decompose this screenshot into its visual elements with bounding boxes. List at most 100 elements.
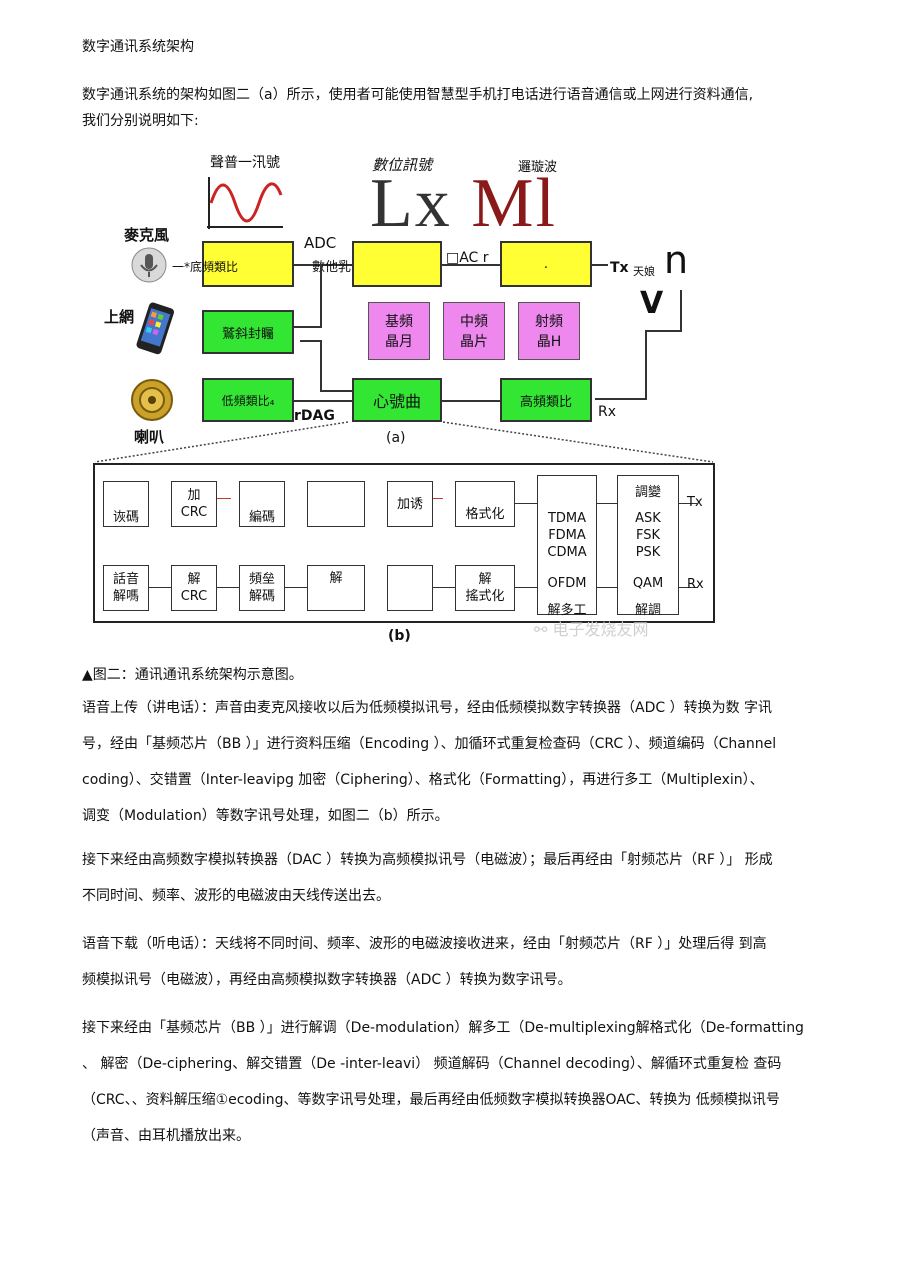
dag-label: rDAG (294, 408, 335, 424)
digital-block (352, 241, 442, 287)
lowfreq-analog-block (202, 241, 294, 287)
fig-a-caption: (a) (386, 430, 406, 446)
para-line: coding）、交错置（Inter-leavipg 加密（Ciphering）、… (82, 772, 764, 788)
tx-label: Tx (610, 260, 629, 276)
connector-line (285, 587, 307, 588)
watermark-icon: ⚯ (534, 620, 548, 639)
wave-label: 邏璇波 (518, 156, 557, 175)
rf-chip: 射頻 晶H (518, 302, 580, 360)
microphone-icon (131, 247, 167, 283)
baseband-chip: 基頻 晶月 (368, 302, 430, 360)
para-line: 语音下载（听电话）：天线将不同时间、频率、波形的电磁波接收进来，经由「射频芯片（… (82, 936, 767, 952)
if-chip: 中頻 晶片 (443, 302, 505, 360)
mux-label: TDMA (547, 511, 587, 526)
dac-r-label: □AC r (446, 250, 489, 266)
connector-line (433, 587, 455, 588)
highfreq-block: . (500, 241, 592, 287)
paragraph-download: 语音下载（听电话）：天线将不同时间、频率、波形的电磁波接收进来，经由「射频芯片（… (82, 926, 852, 998)
connector-line (149, 587, 171, 588)
intro-line: 数字通讯系统的架构如图二（a）所示，使用者可能使用智慧型手机打电话进行语音通信或… (82, 87, 754, 103)
mod-label: ASK (635, 511, 661, 526)
top-block-label: 編碼 (248, 509, 275, 525)
sine-wave-icon (207, 177, 283, 229)
intro-paragraph: 数字通讯系统的架构如图二（a）所示，使用者可能使用智慧型手机打电话进行语音通信或… (82, 82, 862, 134)
bottom-block-label: 頻垒 解碼 (248, 572, 275, 604)
para-line: 号，经由「基频芯片（BB ）」进行资料压缩（Encoding ）、加循环式重复检… (82, 736, 777, 752)
rx-b-label: Rx (687, 577, 704, 592)
antenna-n: n (664, 238, 689, 282)
top-block: 編碼 (239, 481, 285, 527)
antenna-line (645, 330, 682, 332)
codec-block: 鷲斜封矚 (202, 310, 294, 354)
watermark: ⚯ 电子发烧友网 (534, 616, 649, 640)
connector-line (679, 503, 697, 504)
speaker-label: 喇叭 (134, 428, 165, 446)
mux-label: CDMA (547, 545, 587, 560)
paragraph-last: 接下来经由「基频芯片（BB ）」进行解调（De-modulation）解多工（D… (82, 1010, 852, 1154)
connector-line (442, 264, 500, 266)
intro-line: 我们分别说明如下: (82, 113, 199, 129)
bottom-block-label: 解 搖式化 (465, 572, 505, 604)
bottom-block-label: 解 CRC (180, 572, 208, 604)
mod-label: FSK (635, 528, 661, 543)
connector-line (217, 587, 239, 588)
connector-line (320, 340, 322, 390)
highfreq-block-dot: . (543, 256, 549, 272)
connector-line (294, 326, 322, 328)
para-line: 、 解密（De-ciphering、解交错置（De -inter-leavi） … (82, 1056, 782, 1072)
bottom-block: 解 搖式化 (455, 565, 515, 611)
mux-label: FDMA (548, 528, 586, 543)
top-block: 加诱 (387, 481, 433, 527)
signal-block-label: 心號曲 (372, 392, 421, 411)
figure-caption: ▲图二：通讯通讯系统架构示意图。 (82, 667, 303, 683)
connector-line (442, 400, 500, 402)
smartphone-icon (136, 302, 174, 355)
bottom-block-label: 解 (329, 571, 343, 586)
arrow-line (433, 498, 443, 499)
top-block-label: 诙碼 (112, 509, 139, 525)
bottom-block-label: 話音 解嗎 (112, 572, 139, 604)
if-chip-label: 晶片 (460, 334, 488, 350)
figure-a: 聲普一汛號 數位訊號 邏璇波 Lx Ml 麥克風 上網 喇叭 一*底頻類比 AD… (100, 150, 820, 450)
top-block-label: 加 CRC (180, 488, 208, 520)
highfreq-analog-block: 高頻類比 (500, 378, 592, 422)
if-chip-label: 中頻 (460, 314, 488, 330)
para-line: 接下来经由「基频芯片（BB ）」进行解调（De-modulation）解多工（D… (82, 1020, 804, 1036)
connector-line (320, 264, 322, 328)
paragraph-upload: 语音上传（讲电话）：声音由麦克风接收以后为低频模拟讯号，经由低频模拟数字转换器（… (82, 690, 852, 834)
signal-block: 心號曲 (352, 378, 442, 422)
antenna-line (595, 398, 647, 400)
rf-chip-label: 射頻 (535, 314, 563, 330)
modulation-block: 調變 ASK FSK PSK QAM 解調 (617, 475, 679, 618)
baseband-chip-label: 基頻 (385, 314, 413, 330)
connector-line (597, 587, 617, 588)
speaker-icon (131, 379, 173, 421)
figure-b: 诙碼 加 CRC 編碼 加诱 格式化 話音 解嗎 解 CRC 頻垒 解碼 解 解… (93, 463, 715, 623)
adc-label: ADC (304, 234, 337, 252)
mod-top-label: 調變 (634, 485, 661, 500)
connector-line (679, 587, 697, 588)
para-line: （CRC、、资料解压缩①ecoding、等数字讯号处理，最后再经由低频数字模拟转… (82, 1092, 780, 1108)
connector-line (320, 390, 352, 392)
big-overlay-text: Lx Ml (370, 164, 557, 244)
lowfreq-bottom-block: 低頻類比₄ (202, 378, 294, 422)
para-line: 语音上传（讲电话）：声音由麦克风接收以后为低频模拟讯号，经由低频模拟数字转换器（… (82, 700, 773, 716)
top-block (307, 481, 365, 527)
baseband-chip-label: 晶月 (385, 334, 413, 350)
top-block: 诙碼 (103, 481, 149, 527)
sound-signal-label: 聲普一汛號 (210, 155, 280, 171)
watermark-text: 电子发烧友网 (552, 620, 649, 639)
mic-label: 麥克風 (124, 226, 170, 244)
top-block: 格式化 (455, 481, 515, 527)
codec-block-label: 鷲斜封矚 (221, 326, 274, 342)
mod-label: PSK (635, 545, 661, 560)
net-label: 上網 (104, 308, 135, 326)
connector-line (294, 264, 352, 266)
connector-line (515, 587, 537, 588)
digital-signal-label: 數位訊號 (372, 154, 432, 175)
lowfreq-bottom-label: 低頻類比₄ (221, 393, 275, 408)
para-line: 不同时间、频率、波形的电磁波由天线传送出去。 (82, 888, 390, 904)
highfreq-analog-label: 高頻類比 (519, 394, 572, 410)
fig-b-caption: (b) (388, 628, 411, 644)
big-overlay-text-value: Lx Ml (370, 165, 557, 242)
